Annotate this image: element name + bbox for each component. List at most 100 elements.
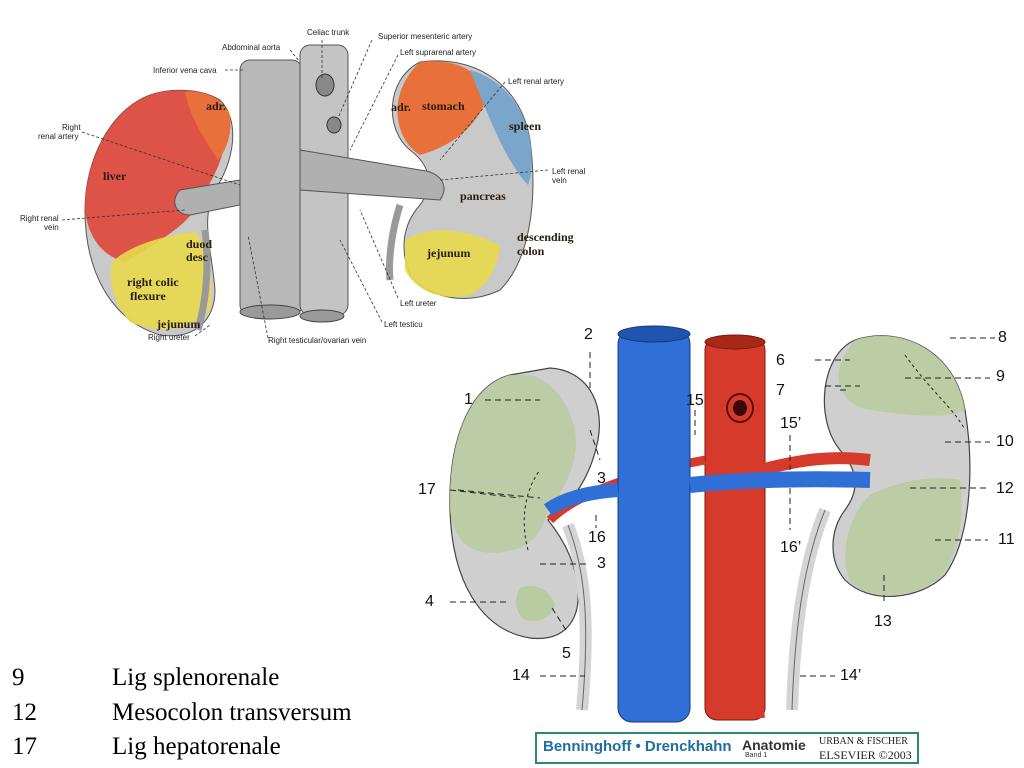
marker-14p: 14’	[840, 667, 862, 684]
publisher-credit: Benninghoff • Drenckhahn Anatomie Band 1…	[535, 732, 919, 764]
marker-8: 8	[998, 329, 1007, 346]
label-right-renal-vein-2: vein	[44, 223, 59, 232]
label-inferior-vena-cava: Inferior vena cava	[153, 66, 217, 75]
left-ureter	[386, 203, 404, 281]
left-renal-artery	[758, 452, 871, 476]
marker-1: 1	[464, 391, 473, 408]
label-right-colic-2: flexure	[130, 289, 166, 303]
credit-band: Band 1	[745, 752, 768, 759]
sma-opening	[326, 116, 342, 134]
label-adr-right: adr.	[206, 99, 226, 113]
marker-15: 15	[686, 392, 704, 409]
marker-7: 7	[776, 382, 785, 399]
marker-15p: 15’	[780, 415, 802, 432]
testicular-artery	[742, 639, 765, 719]
label-right-renal-vein-1: Right renal	[20, 214, 59, 223]
marker-9: 9	[996, 368, 1005, 385]
marker-2: 2	[584, 326, 593, 343]
marker-10: 10	[996, 433, 1014, 450]
label-left-suprarenal-artery: Left suprarenal artery	[400, 48, 477, 57]
marker-13: 13	[874, 613, 892, 630]
marker-16p: 16’	[780, 539, 802, 556]
inferior-vena-cava	[239, 59, 303, 316]
legend-number: 17	[12, 733, 37, 760]
label-right-ureter: Right ureter	[148, 333, 190, 342]
left-yellow-region	[405, 230, 500, 298]
label-left-renal-artery: Left renal artery	[508, 77, 565, 86]
top-anatomy-figure: Celiac trunk Abdominal aorta Inferior ve…	[0, 0, 600, 345]
label-pancreas: pancreas	[460, 189, 506, 203]
right-ureter-outline	[567, 524, 587, 711]
label-descending-2: colon	[517, 244, 545, 258]
label-stomach: stomach	[422, 99, 465, 113]
right-kidney-peritoneum	[449, 375, 576, 553]
marker-14: 14	[512, 667, 530, 684]
left-kidney-dashed-outline	[904, 354, 966, 431]
bottom-leader-lines	[449, 337, 995, 677]
label-left-renal-vein-1: Left renal	[552, 167, 586, 176]
left-renal-vein	[299, 149, 445, 201]
label-superior-mesenteric-artery: Superior mesenteric artery	[378, 32, 473, 41]
credit-book: Anatomie	[742, 737, 806, 753]
marker-3a: 3	[597, 470, 606, 487]
credit-title: Benninghoff • Drenckhahn	[543, 738, 732, 755]
credit-publisher-1: URBAN & FISCHER	[819, 736, 908, 747]
right-renal-vein	[543, 483, 619, 516]
label-duod-2: desc	[186, 250, 208, 264]
right-yellow-region	[110, 232, 212, 330]
label-adr-left: adr.	[391, 100, 411, 114]
inferior-vena-cava	[617, 329, 691, 723]
label-right-testicular-ovarian-vein: Right testicular/ovarian vein	[268, 336, 367, 345]
celiac-trunk-opening	[315, 73, 335, 97]
label-spleen: spleen	[509, 119, 542, 133]
marker-4: 4	[425, 593, 434, 610]
bottom-figure-drawing	[449, 325, 995, 723]
aorta-bottom	[299, 309, 345, 323]
label-duod-1: duod	[186, 237, 213, 251]
top-figure-drawing	[61, 39, 549, 339]
legend-number: 12	[12, 699, 37, 726]
label-abdominal-aorta: Abdominal aorta	[222, 43, 281, 52]
liver-region	[85, 90, 226, 262]
right-ureter	[194, 229, 211, 331]
label-jejunum-left: jejunum	[427, 246, 471, 260]
ivc-bottom	[239, 304, 301, 320]
legend-text: Lig splenorenale	[112, 664, 280, 691]
marker-12: 12	[996, 480, 1014, 497]
right-kidney-dashed-outline	[523, 469, 541, 551]
label-left-testicular: Left testicu	[384, 320, 423, 329]
bottom-anatomy-figure: 2 1 15 15’ 3 17 16 16’ 3 4 5 14 14’ 6 7 …	[400, 320, 1024, 730]
marker-5: 5	[562, 645, 571, 662]
label-jejunum-right: jejunum	[157, 317, 201, 331]
marker-6: 6	[776, 352, 785, 369]
right-renal-vein	[174, 179, 241, 216]
credit-publisher-2: ELSEVIER ©2003	[819, 748, 912, 762]
aorta-top	[704, 334, 766, 350]
left-renal-vein	[689, 471, 871, 493]
label-right-colic-1: right colic	[127, 275, 179, 289]
marker-16: 16	[588, 529, 606, 546]
label-right-renal-artery-1: Right	[62, 123, 81, 132]
label-celiac-trunk: Celiac trunk	[307, 28, 350, 37]
left-ureter-outline	[791, 509, 826, 711]
label-left-renal-vein-2: vein	[552, 176, 567, 185]
right-adrenal-region	[185, 91, 231, 160]
marker-17: 17	[418, 481, 436, 498]
top-leader-lines	[61, 39, 549, 339]
left-kidney-peritoneum-top	[838, 335, 965, 416]
spleen-region	[470, 70, 532, 185]
marker-11: 11	[998, 531, 1015, 548]
label-liver: liver	[103, 169, 127, 183]
legend-text: Mesocolon transversum	[112, 699, 352, 726]
label-left-ureter: Left ureter	[400, 299, 437, 308]
right-kidney-lower-patch	[516, 585, 555, 622]
label-right-renal-artery-2: renal artery	[38, 132, 79, 141]
legend-text: Lig hepatorenale	[112, 733, 281, 760]
left-kidney-peritoneum-bottom	[845, 478, 962, 596]
label-descending-1: descending	[517, 230, 574, 244]
marker-3b: 3	[597, 555, 606, 572]
left-adrenal-stomach-region	[397, 61, 488, 155]
legend-number: 9	[12, 664, 25, 691]
ivc-top	[617, 325, 691, 343]
sma-lumen	[733, 400, 747, 416]
